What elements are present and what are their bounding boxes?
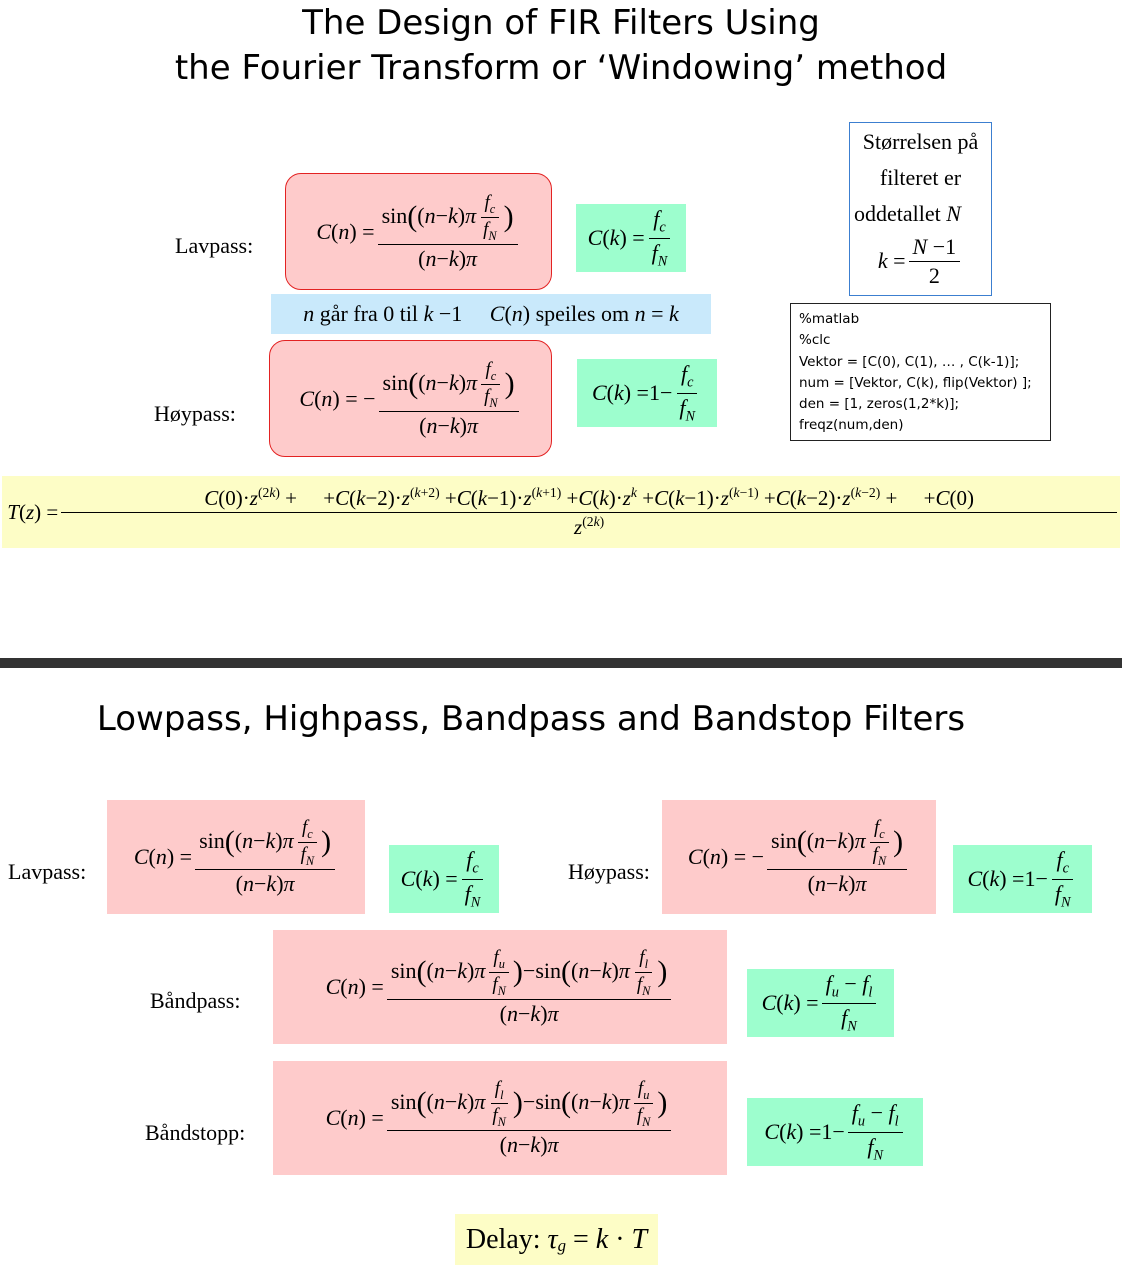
- matlab-code-box: %matlab %clc Vektor = [C(0), C(1), … , C…: [790, 303, 1051, 441]
- code-line: %matlab: [799, 311, 860, 327]
- code-line: den = [1, zeros(1,2*k)];: [799, 396, 960, 413]
- slide-title-line1: The Design of FIR Filters Using: [302, 3, 820, 43]
- slide2-title: Lowpass, Highpass, Bandpass and Bandstop…: [96, 699, 966, 739]
- filter-size-note: Størrelsen på filteret er oddetallet N k…: [849, 122, 992, 296]
- code-line: freqz(num,den): [799, 417, 904, 434]
- lowpass-label: Lavpass:: [8, 859, 87, 884]
- delay-label: Delay:: [465, 1223, 541, 1255]
- bandstop-label: Båndstopp:: [145, 1120, 246, 1145]
- transfer-function-formula: T(z) = C(0)·z(2k) + +C(k−2)·z(k+2) +C(k−…: [2, 476, 1120, 548]
- highpass-label: Høypass:: [568, 859, 650, 884]
- code-line: Vektor = [C(0), C(1), … , C(k-1)];: [799, 353, 1020, 370]
- slide-divider: [0, 658, 1122, 668]
- slide-title-line2: the Fourier Transform or ‘Windowing’ met…: [174, 48, 948, 88]
- code-line: num = [Vektor, C(k), flip(Vektor) ];: [799, 374, 1032, 391]
- size-note-line3: oddetallet: [854, 201, 941, 226]
- size-note-line2: filteret er: [879, 165, 962, 190]
- size-note-line1: Størrelsen på: [862, 129, 979, 154]
- bandpass-label: Båndpass:: [150, 988, 241, 1013]
- index-range-note: n går fra 0 til k −1 C(n) speiles om n =…: [271, 294, 711, 334]
- range-note-text1: går fra 0 til: [319, 301, 419, 326]
- highpass-label: Høypass:: [154, 401, 236, 426]
- code-line: %clc: [799, 332, 831, 349]
- range-note-text2: speiles om: [535, 301, 630, 326]
- lowpass-label: Lavpass:: [175, 233, 254, 258]
